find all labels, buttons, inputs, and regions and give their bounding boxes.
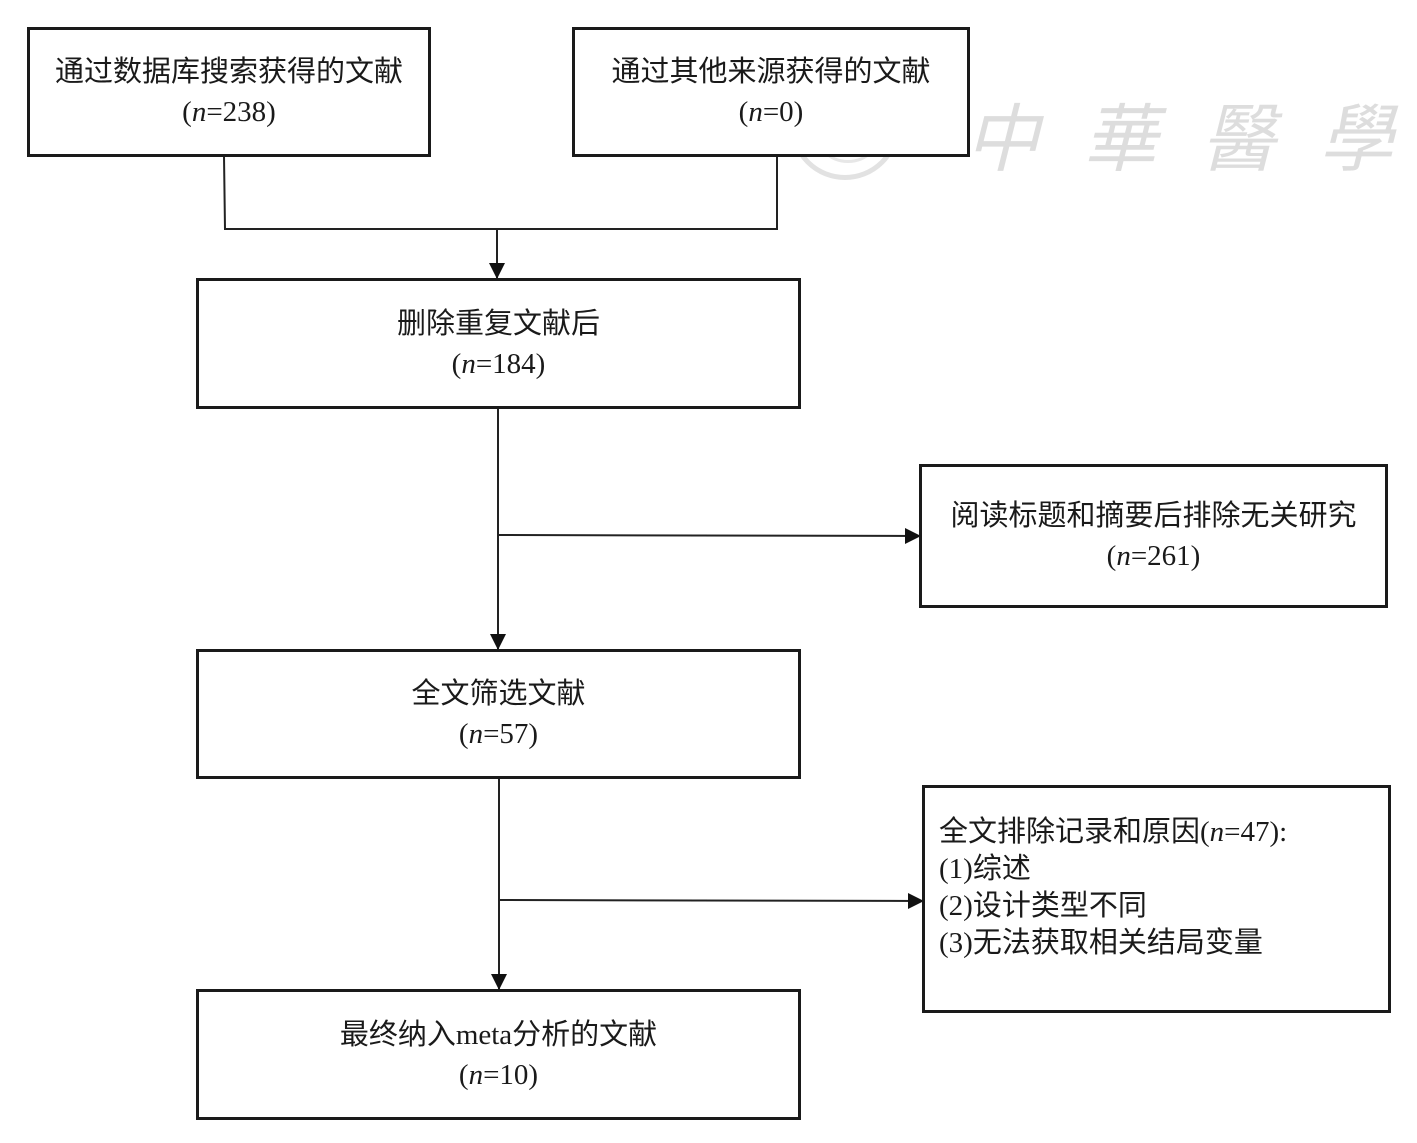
box-database-search: 通过数据库搜索获得的文献 (n=238) [27,27,431,157]
box-included: 最终纳入meta分析的文献 (n=10) [196,989,801,1120]
box-label: 全文筛选文献 [411,678,586,710]
box-title: 全文排除记录和原因(n=47): [939,816,1288,848]
arrow-to-excluded-fulltext [498,893,924,909]
connector-merge [223,155,778,230]
box-count: (n=10) [458,1058,539,1091]
box-count: (n=57) [458,718,539,750]
box-label: 阅读标题和摘要后排除无关研究 [950,500,1357,532]
exclusion-reason: (2)设计类型不同 [939,890,1147,922]
arrow-to-excluded-title [497,528,921,544]
box-after-dedup: 删除重复文献后 (n=184) [196,278,801,409]
box-count: (n=238) [182,96,276,128]
box-label: 通过其他来源获得的文献 [611,56,931,88]
box-excluded-title-abstract: 阅读标题和摘要后排除无关研究 (n=261) [919,464,1388,608]
box-label: 最终纳入meta分析的文献 [339,1018,658,1051]
box-count: (n=261) [1106,540,1201,572]
box-excluded-fulltext: 全文排除记录和原因(n=47): (1)综述 (2)设计类型不同 (3)无法获取… [922,785,1391,1013]
exclusion-reason: (3)无法获取相关结局变量 [939,927,1263,959]
box-other-sources: 通过其他来源获得的文献 (n=0) [572,27,970,157]
box-count: (n=184) [451,347,546,380]
box-count: (n=0) [738,96,804,128]
exclusion-reason: (1)综述 [939,853,1031,885]
box-label: 删除重复文献后 [396,307,600,340]
box-fulltext-screened: 全文筛选文献 (n=57) [196,649,801,779]
box-label: 通过数据库搜索获得的文献 [54,56,403,88]
